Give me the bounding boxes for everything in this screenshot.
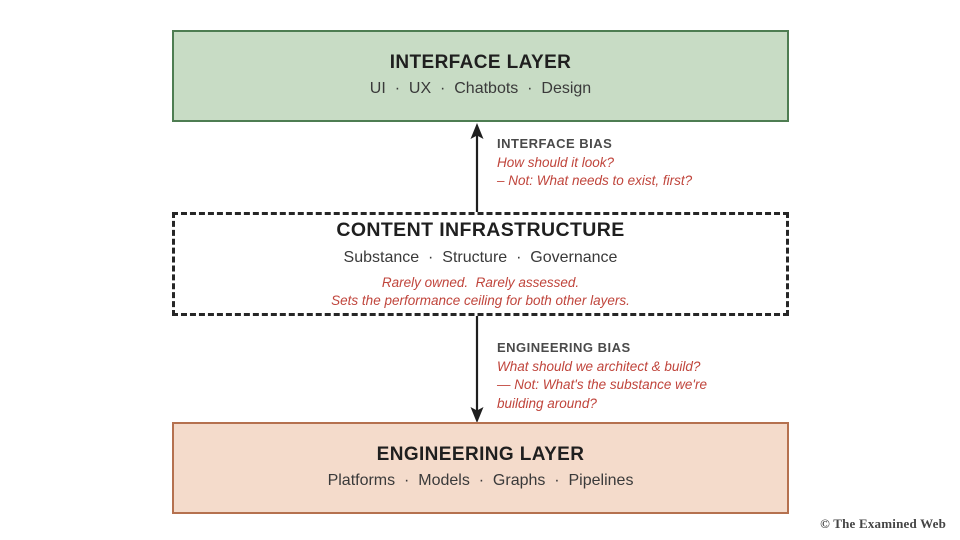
engineering-bias-line-1: What should we architect & build? <box>497 358 701 374</box>
engineering-layer-title: ENGINEERING LAYER <box>376 444 585 466</box>
content-infrastructure-note-2: Sets the performance ceiling for both ot… <box>331 292 630 308</box>
content-infrastructure-subtitle: Substance · Structure · Governance <box>343 249 618 267</box>
engineering-layer-box: ENGINEERING LAYER Platforms · Models · G… <box>172 422 789 514</box>
arrow-down-icon <box>470 316 484 423</box>
interface-layer-subtitle: UI · UX · Chatbots · Design <box>369 80 592 98</box>
interface-bias-line-2: – Not: What needs to exist, first? <box>497 173 693 189</box>
content-infrastructure-box: CONTENT INFRASTRUCTURE Substance · Struc… <box>172 212 789 316</box>
interface-bias-line-1: How should it look? <box>497 154 615 170</box>
footer-credit: © The Examined Web <box>820 516 946 531</box>
arrow-up-icon <box>470 123 484 214</box>
interface-layer-title: INTERFACE LAYER <box>389 52 572 74</box>
engineering-bias-line-2: — Not: What's the substance we're <box>497 377 707 393</box>
engineering-bias-title: ENGINEERING BIAS <box>497 340 631 355</box>
content-infrastructure-note-1: Rarely owned. Rarely assessed. <box>381 274 580 290</box>
engineering-bias-line-3: building around? <box>497 395 597 411</box>
interface-layer-box: INTERFACE LAYER UI · UX · Chatbots · Des… <box>172 30 789 122</box>
engineering-bias-annotation: ENGINEERING BIAS What should we architec… <box>497 338 787 413</box>
interface-bias-title: INTERFACE BIAS <box>497 136 613 151</box>
interface-bias-annotation: INTERFACE BIAS How should it look? – Not… <box>497 134 787 191</box>
engineering-layer-subtitle: Platforms · Models · Graphs · Pipelines <box>327 472 634 490</box>
content-infrastructure-title: CONTENT INFRASTRUCTURE <box>336 218 625 241</box>
